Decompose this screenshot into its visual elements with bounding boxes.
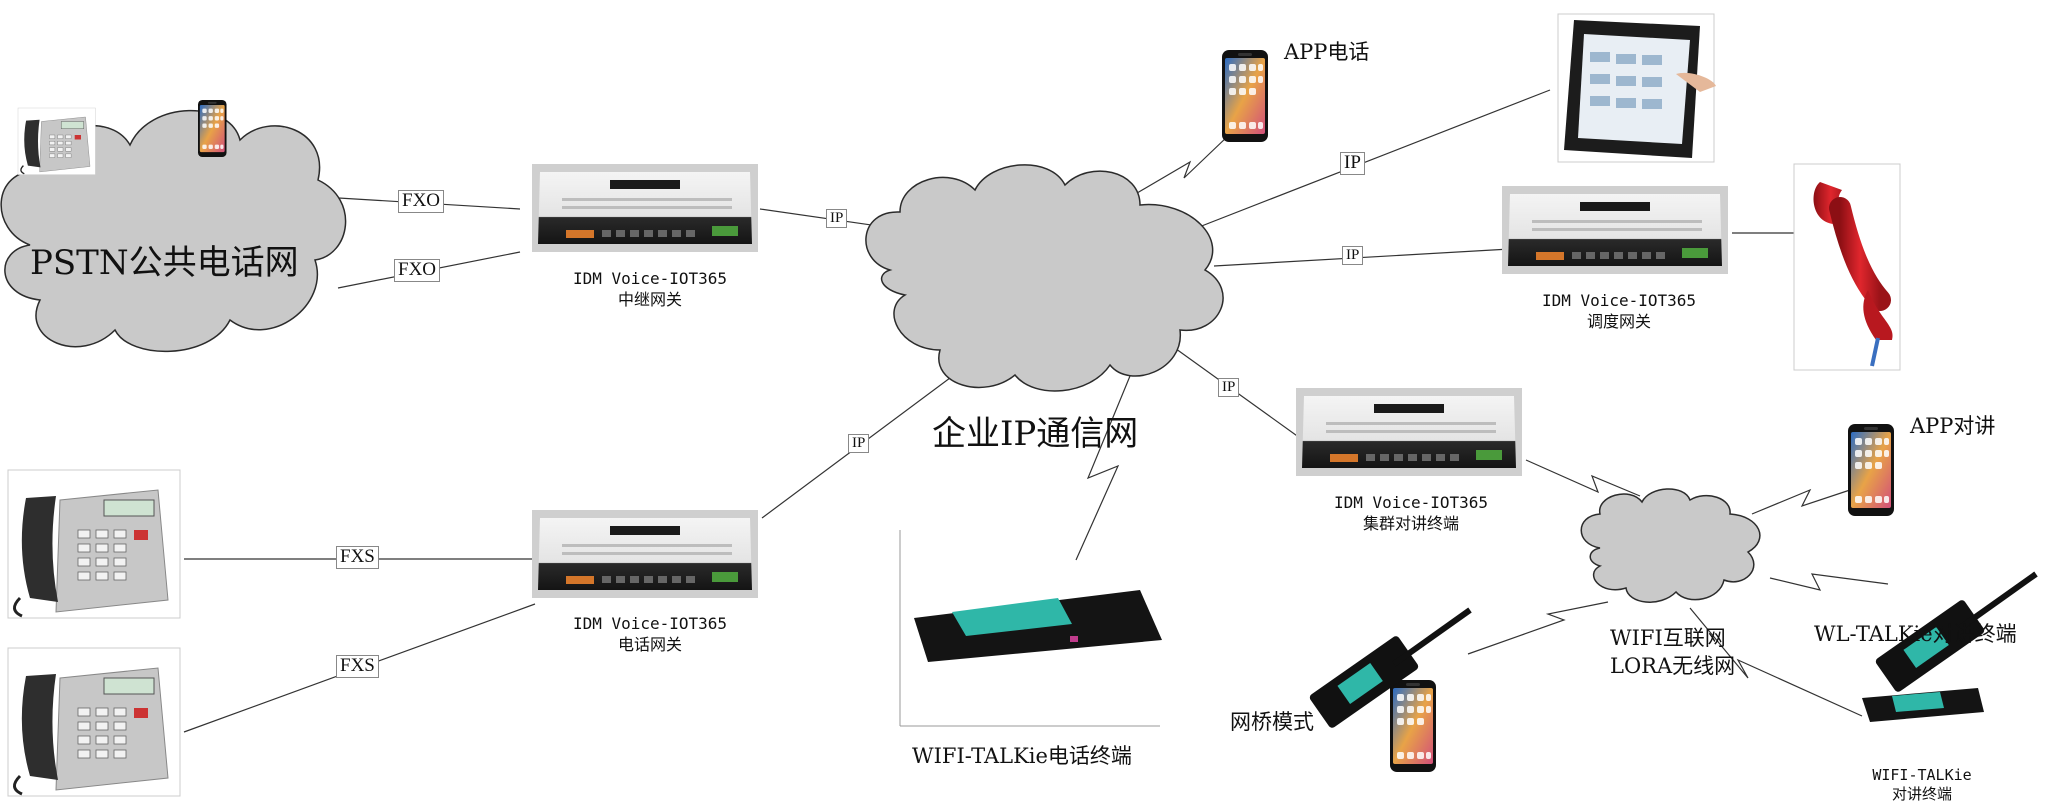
wl-talkie-label: WL-TALKie对讲终端	[1814, 622, 2017, 646]
wireless-app-phone	[1131, 135, 1229, 197]
trunk-gateway-model: IDM Voice-IOT365	[572, 269, 728, 288]
app-phone-icon	[1222, 50, 1268, 142]
ip-label-trunk: IP	[826, 209, 848, 228]
phone-gateway-caption: IDM Voice-IOT365 电话网关	[565, 613, 735, 655]
wifi-talkie-phone-label: WIFI-TALKie电话终端	[912, 744, 1132, 768]
wifi-cloud-label: WIFI互联网	[1610, 626, 1726, 650]
cluster-gateway-caption: IDM Voice-IOT365 集群对讲终端	[1326, 492, 1496, 534]
wireless-wl-talkie	[1769, 573, 1889, 591]
dispatch-gateway-role: 调度网关	[1586, 312, 1651, 331]
wifi-talkie-small-line2: 对讲终端	[1891, 785, 1952, 803]
pstn-cloud-label: PSTN公共电话网	[30, 243, 299, 283]
fxo-label-2: FXO	[394, 259, 441, 282]
wireless-wifi-talkie	[1075, 375, 1131, 561]
trunk-gateway-caption: IDM Voice-IOT365 中继网关	[565, 268, 735, 310]
wifi-talkie-small-icon	[1862, 688, 1984, 722]
app-phone-label: APP电话	[1284, 40, 1370, 64]
cluster-gateway-model: IDM Voice-IOT365	[1333, 493, 1489, 512]
fxo-label-1: FXO	[398, 190, 445, 213]
ip-label-touch: IP	[1340, 152, 1365, 175]
dispatch-gateway-caption: IDM Voice-IOT365 调度网关	[1534, 290, 1704, 332]
phone-gateway-icon	[532, 510, 758, 598]
dispatch-gateway-icon	[1502, 186, 1728, 274]
wifi-talkie-phone-icon	[899, 530, 1162, 727]
touch-panel-icon	[1557, 13, 1716, 163]
wifi-talkie-small-line1: WIFI-TALKie	[1872, 766, 1972, 784]
trunk-gateway-role: 中继网关	[617, 290, 682, 309]
lora-cloud-label: LORA无线网	[1610, 654, 1736, 678]
wifi-talkie-small-caption: WIFI-TALKie 对讲终端	[1860, 766, 1984, 804]
bridge-phone-icon	[1390, 680, 1436, 772]
dispatch-gateway-model: IDM Voice-IOT365	[1541, 291, 1697, 310]
ip-label-dispatch: IP	[1342, 246, 1364, 265]
desk-phone-2-icon	[6, 646, 182, 798]
cluster-gateway-icon	[1296, 388, 1522, 476]
pstn-desk-phone-icon	[17, 107, 97, 176]
trunk-gateway-icon	[532, 164, 758, 252]
bridge-mode-label: 网桥模式	[1230, 710, 1314, 734]
wireless-wifi-talkie-small	[1689, 607, 1863, 717]
wifi-cloud	[1580, 488, 1761, 603]
app-talk-icon	[1848, 424, 1894, 516]
bridge-walkie-icon	[1308, 610, 1470, 729]
phone-gateway-role: 电话网关	[617, 635, 682, 654]
ip-label-cluster: IP	[1218, 378, 1240, 397]
wireless-cluster-wifi	[1525, 459, 1641, 497]
cluster-gateway-role: 集群对讲终端	[1362, 514, 1459, 533]
ip-label-phone: IP	[848, 434, 870, 453]
enterprise-cloud-label: 企业IP通信网	[932, 414, 1139, 454]
red-handset-icon	[1793, 163, 1901, 371]
wireless-app-talk	[1751, 487, 1857, 515]
phone-gateway-model: IDM Voice-IOT365	[572, 614, 728, 633]
wireless-bridge	[1467, 601, 1609, 655]
desk-phone-1-icon	[6, 468, 182, 620]
fxs-label-1: FXS	[336, 546, 379, 569]
fxs-label-2: FXS	[336, 655, 379, 678]
app-talk-label: APP对讲	[1910, 414, 1996, 438]
pstn-smartphone-icon	[198, 100, 227, 158]
enterprise-cloud	[865, 164, 1224, 392]
